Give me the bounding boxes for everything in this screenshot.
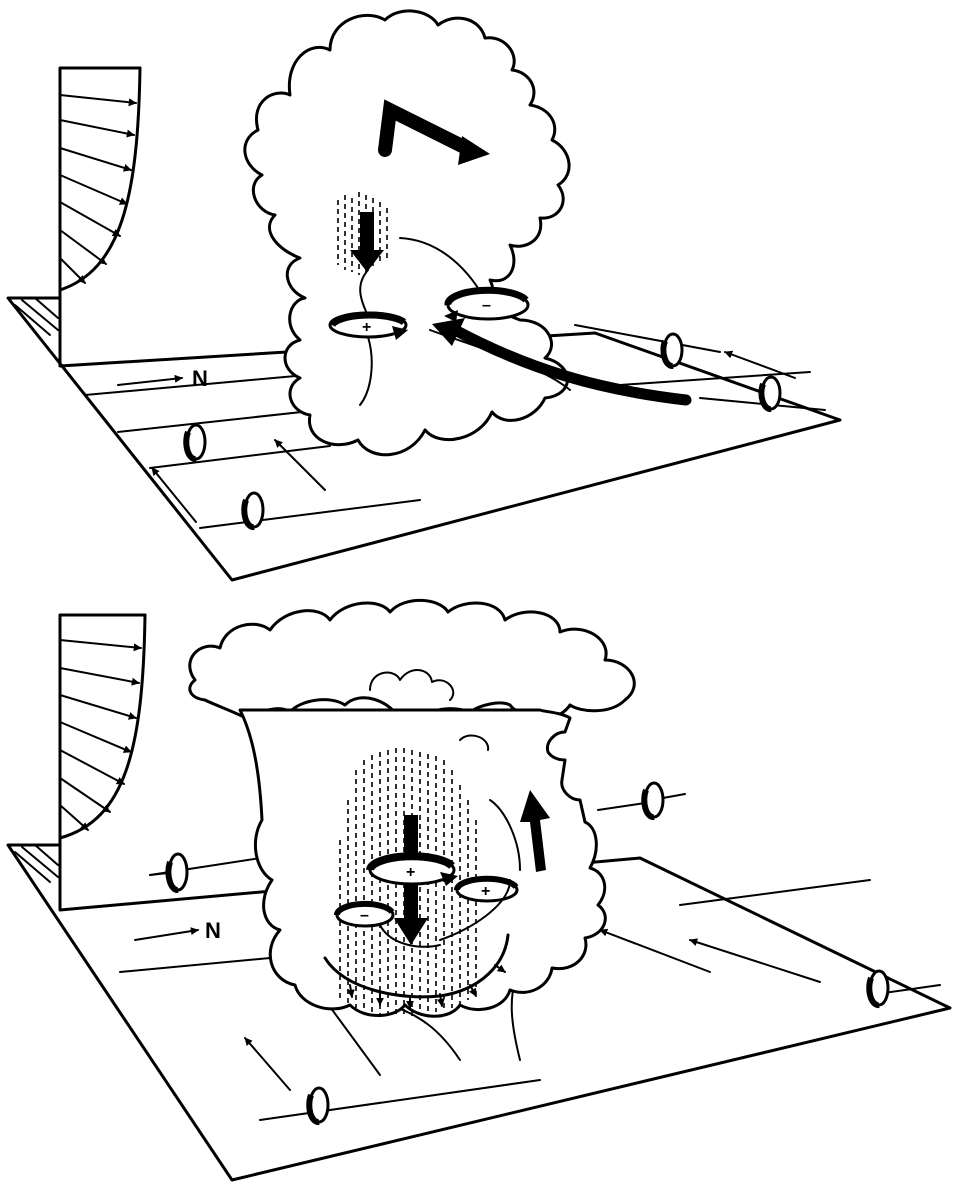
- top-vortex-positive-sign: +: [362, 319, 371, 336]
- bottom-rain-shaft: [339, 748, 477, 1016]
- top-vortex-negative-sign: –: [482, 297, 491, 314]
- top-vorticity-tube-2: [241, 491, 265, 531]
- bottom-storm-cloud: [188, 598, 636, 722]
- bottom-vortex-right-sign: +: [481, 883, 490, 900]
- bottom-cloud-inner-lobes: [369, 669, 490, 751]
- bottom-vortex-upper-sign: +: [406, 864, 415, 881]
- bottom-panel: N: [6, 598, 952, 1182]
- bottom-wind-profile: [14, 613, 147, 883]
- top-vorticity-tube-4: [758, 375, 782, 412]
- top-downdraft-arrow: [350, 212, 384, 272]
- top-storm-cloud: [243, 9, 571, 457]
- bottom-vorticity-tube-2: [597, 781, 686, 821]
- bottom-vortex-right: +: [454, 875, 519, 903]
- top-inflow-arrows: [151, 350, 796, 523]
- top-outflow-arrow: [378, 99, 490, 165]
- top-vorticity-tubes: [183, 332, 782, 531]
- bottom-north-label: N: [205, 918, 221, 943]
- bottom-gust-front: [323, 933, 510, 1009]
- top-inflow-band: [429, 318, 692, 406]
- top-vorticity-tube-1: [183, 423, 207, 463]
- bottom-vortex-links: [379, 799, 521, 948]
- bottom-vorticity-tubes: [149, 781, 890, 1126]
- bottom-vortex-left: –: [333, 900, 395, 928]
- top-vortex-negative: –: [399, 237, 530, 322]
- bottom-vorticity-tube-1: [165, 852, 189, 893]
- bottom-vorticity-tube-4: [306, 1086, 330, 1126]
- bottom-vortex-left-sign: –: [360, 907, 369, 924]
- top-north-label: N: [192, 366, 208, 391]
- top-panel: N: [6, 9, 842, 582]
- top-vorticity-tube-3: [660, 332, 684, 369]
- top-north-indicator: N: [117, 366, 208, 391]
- top-wind-profile: [14, 66, 142, 336]
- bottom-north-indicator: N: [134, 918, 221, 943]
- bottom-vorticity-tube-3: [866, 969, 890, 1009]
- top-vortex-positive: +: [328, 269, 408, 406]
- bottom-vortex-upper: +: [366, 852, 458, 886]
- bottom-updraft-arrow: [520, 790, 550, 872]
